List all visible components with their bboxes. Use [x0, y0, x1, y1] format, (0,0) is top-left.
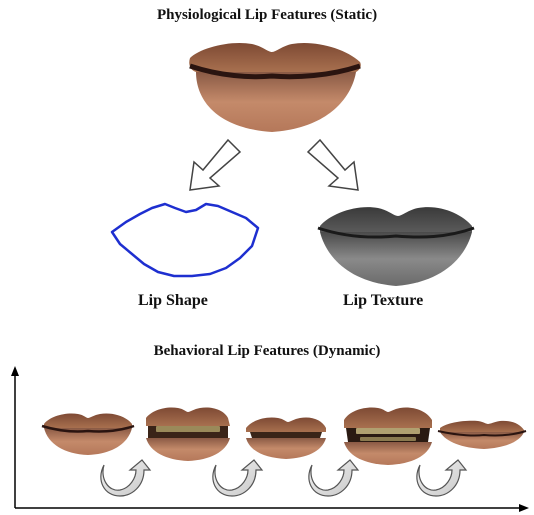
- static-features-title: Physiological Lip Features (Static): [0, 7, 534, 24]
- lip-frame-4: [344, 408, 432, 466]
- curved-arrow-icon: [417, 460, 466, 496]
- dynamic-features-title: Behavioral Lip Features (Dynamic): [0, 343, 534, 360]
- lip-frame-2: [146, 407, 230, 461]
- arrow-down-left-icon: [190, 140, 240, 190]
- lip-shape-label: Lip Shape: [138, 292, 208, 310]
- lip-shape-contour: [112, 204, 258, 276]
- curved-arrow-icon: [101, 460, 150, 496]
- lip-texture-label: Lip Texture: [343, 292, 423, 310]
- curved-arrow-icon: [213, 460, 262, 496]
- lip-frame-1: [42, 413, 134, 455]
- lip-frame-3: [246, 417, 326, 459]
- lip-frame-5: [438, 421, 526, 449]
- lip-texture-image: [318, 207, 474, 286]
- curved-arrow-icon: [309, 460, 358, 496]
- arrow-down-right-icon: [308, 140, 358, 190]
- static-lips-image: [189, 43, 361, 132]
